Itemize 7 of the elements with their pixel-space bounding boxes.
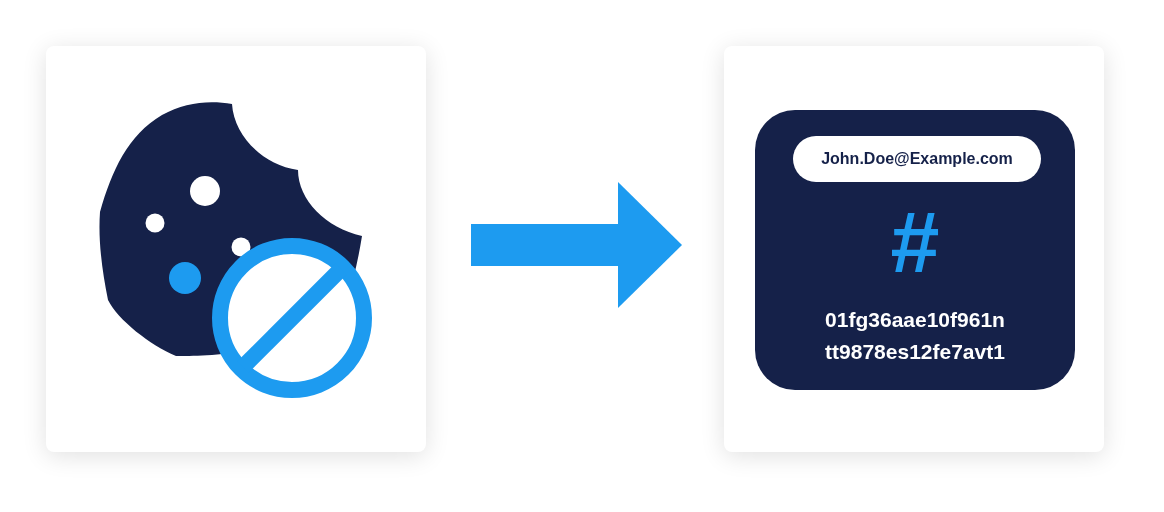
hash-value: 01fg36aae10f961n tt9878es12fe7avt1 — [824, 307, 1006, 365]
card-background — [46, 46, 426, 452]
hash-symbol: # — [889, 198, 941, 286]
hash-panel — [755, 110, 1075, 390]
email-field: John.Doe@Example.com — [793, 136, 1041, 182]
card-background — [724, 46, 1104, 452]
block-arrow — [471, 182, 682, 308]
